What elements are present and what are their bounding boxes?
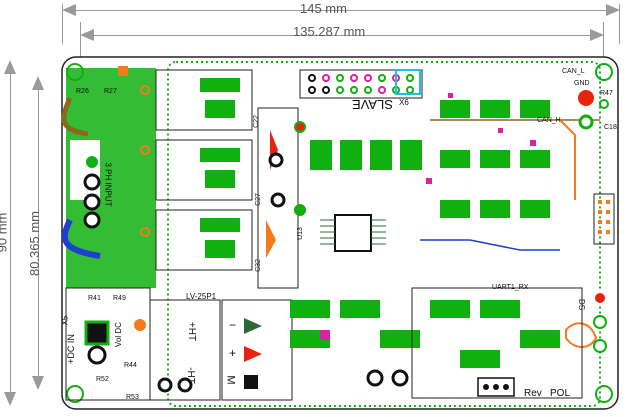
board-keepout [167, 61, 601, 407]
silk-plus-sign: + [229, 346, 237, 360]
input-trace-blue [61, 218, 101, 259]
silk-dc-in: +DC IN [65, 334, 76, 364]
silk-hv-minus: -HT [184, 367, 196, 384]
width-inner-label: 135.287 mm [293, 24, 366, 39]
silk-r26: R26 [76, 88, 89, 95]
silk-can-l: CAN_L [562, 68, 585, 75]
silk-slave: SLAVE [352, 97, 393, 112]
mount-hole-tr [595, 63, 613, 81]
silk-vol-dc: Vol DC [113, 322, 123, 347]
silk-pol: POL [550, 388, 571, 399]
width-outer-label: 145 mm [300, 1, 347, 16]
power-column [257, 107, 299, 289]
input-pad-2 [83, 173, 101, 191]
input-pad-4 [83, 211, 101, 229]
silk-lv25p1: LV-25P1 [186, 292, 217, 301]
silk-ph-input: 3 PH INPUT [103, 162, 113, 207]
silk-c27: C27 [254, 193, 262, 206]
mount-hole-br [595, 385, 613, 403]
input-trace-brown [61, 96, 89, 137]
sensor-block-2 [155, 139, 253, 201]
silk-c32: C32 [254, 259, 262, 272]
silk-m: M [224, 375, 237, 385]
silk-c22: C22 [252, 115, 260, 128]
silk-x6: X6 [399, 98, 409, 107]
silk-r44: R44 [124, 362, 137, 369]
sensor-block-3 [155, 209, 253, 271]
silk-gnd: GND [574, 80, 590, 87]
silk-r27: R27 [104, 88, 117, 95]
silk-ds: DS [577, 298, 587, 311]
silk-r49: R49 [113, 295, 126, 302]
x6-header [299, 69, 423, 99]
right-pad-red [578, 90, 594, 106]
silk-u13: U13 [296, 227, 304, 240]
input-pad-orange [118, 66, 128, 76]
silk-uart-rx: UART1_RX [492, 284, 529, 291]
input-cutout [70, 140, 100, 200]
silk-r41: R41 [88, 295, 101, 302]
input-pad-1 [84, 154, 100, 170]
silk-c18: C18 [604, 124, 617, 131]
silk-minus-sign: − [229, 318, 237, 332]
power-pad-orange [266, 220, 276, 258]
input-pad-3 [83, 193, 101, 211]
lv25p1-block [149, 299, 221, 401]
sensor-block-1 [155, 69, 253, 131]
silk-x5: X5 [60, 315, 70, 326]
silk-r53: R53 [126, 394, 139, 401]
silk-r52: R52 [96, 376, 109, 383]
silk-hv-plus: +HT [186, 321, 198, 342]
mount-hole-bl [66, 385, 84, 403]
silk-r47: R47 [600, 90, 613, 97]
silk-can-h: CAN_H [537, 117, 561, 124]
silk-rev: Rev [524, 388, 542, 399]
mcu-chip [334, 214, 372, 252]
